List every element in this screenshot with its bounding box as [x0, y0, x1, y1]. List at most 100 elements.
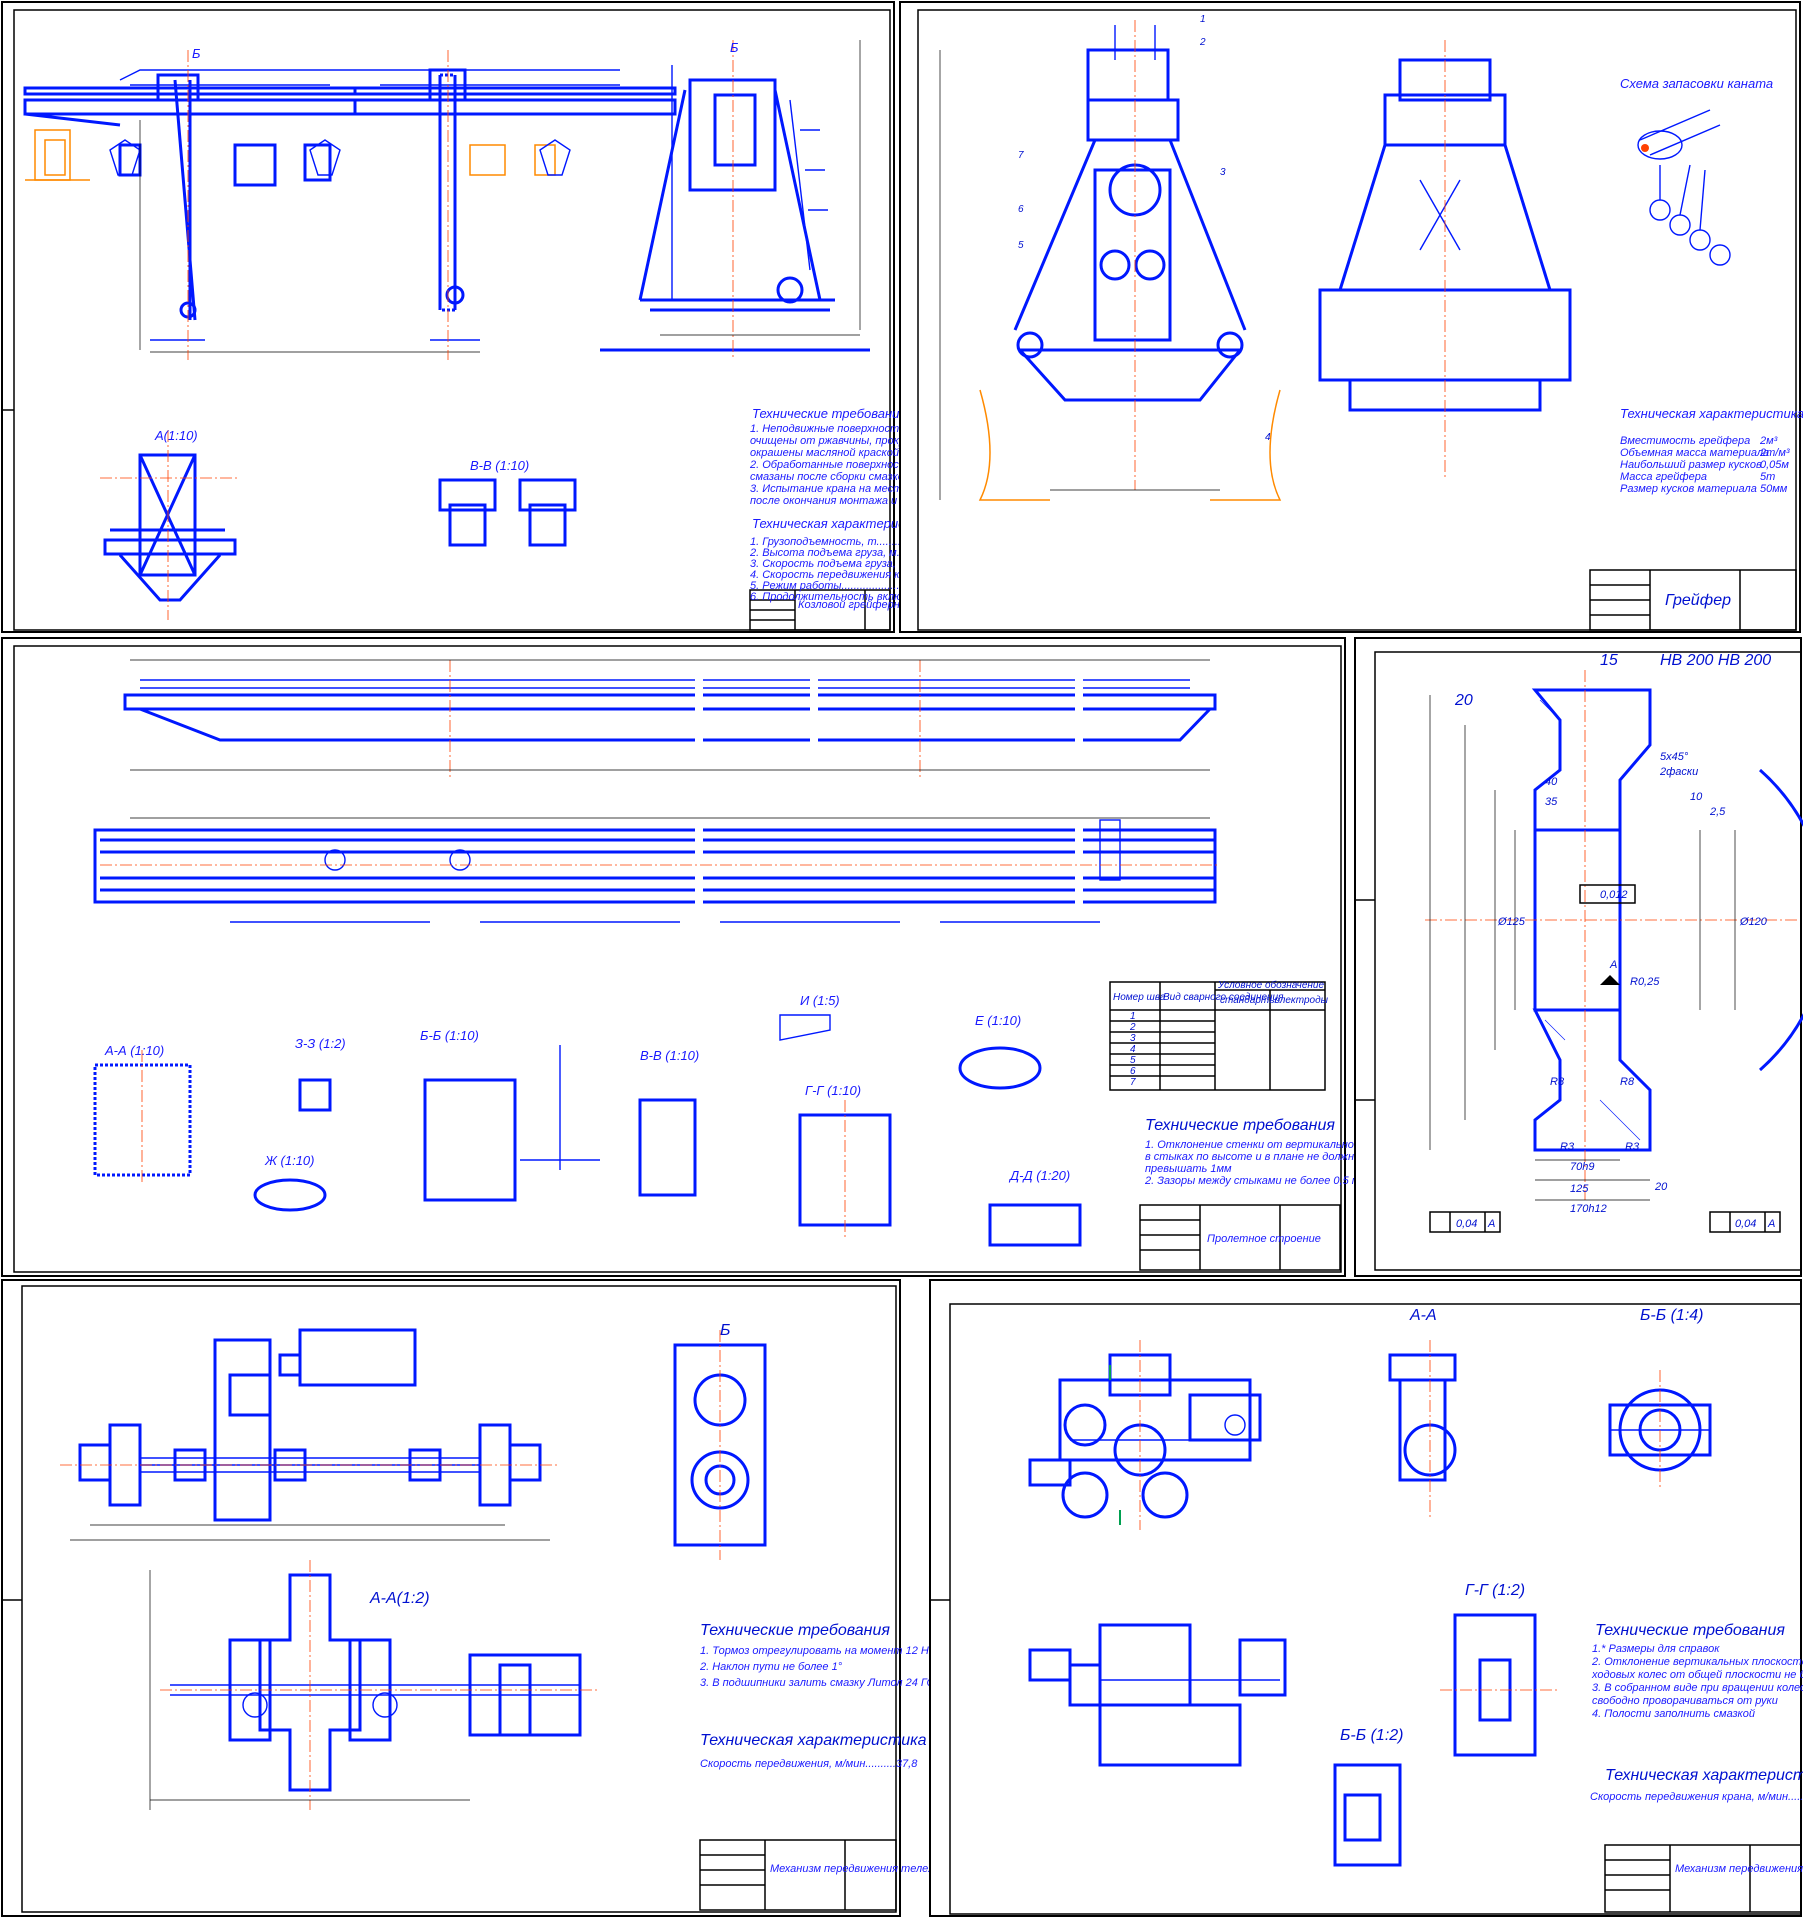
- crane-char-title: Техническая характеристика: [752, 516, 936, 531]
- bridge-title-block-text: Пролетное строение: [1207, 1233, 1321, 1245]
- bridge-section-label: И (1:5): [800, 993, 840, 1008]
- travel-title-block-text: Механизм передвижения крана: [1675, 1863, 1803, 1875]
- travel-req-line: 4. Полости заполнить смазкой: [1592, 1708, 1755, 1720]
- wheel-label: 20: [1454, 692, 1473, 709]
- bridge-section-label: Ж (1:10): [264, 1153, 315, 1168]
- bridge-section-label: З-З (1:2): [295, 1036, 346, 1051]
- wheel-label: А: [1767, 1218, 1775, 1230]
- wheel-label: 0,04: [1456, 1218, 1477, 1230]
- grab-leader-num: 1: [1200, 14, 1206, 25]
- grab-char-value: 0,05м: [1760, 459, 1789, 471]
- bridge-section-label: Б-Б (1:10): [420, 1028, 479, 1043]
- wheel-label: Ø125: [1497, 916, 1526, 928]
- bridge-section-label: Д-Д (1:20): [1008, 1168, 1070, 1183]
- travel-char-line: Скорость передвижения крана, м/мин......…: [1590, 1791, 1803, 1803]
- wheel-label: 15: [1600, 652, 1618, 669]
- grab-leaders: 1 2 3 4 5 6 7: [1018, 14, 1271, 443]
- grab-char-value: 50мм: [1760, 483, 1788, 495]
- drive-req-line: 3. В подшипники залить смазку Литол 24 Г…: [700, 1677, 996, 1689]
- bridge-section-labels: А-А (1:10) З-З (1:2) Б-Б (1:10) В-В (1:1…: [104, 993, 1070, 1183]
- bridge-req-line: в стыках по высоте и в плане не должно: [1145, 1151, 1360, 1163]
- weld-row-num: 6: [1130, 1066, 1136, 1077]
- drive-char-line: Скорость передвижения, м/мин..........37…: [700, 1758, 918, 1770]
- grab-char-table: Вместимость грейфера 2м³ Объемная масса …: [1620, 435, 1790, 495]
- wheel-label: Ø120: [1739, 916, 1768, 928]
- grab-char-value: 5т: [1760, 471, 1775, 483]
- crane-view-label-b: Б: [192, 46, 201, 61]
- sheet-travel: [929, 1279, 1802, 1917]
- wheel-label: 10: [1690, 791, 1703, 803]
- grab-char-name: Масса грейфера: [1620, 471, 1707, 483]
- grab-leader-num: 5: [1018, 240, 1024, 251]
- grab-char-name: Вместимость грейфера: [1620, 435, 1750, 447]
- grab-char-value: 2т/м³: [1759, 447, 1790, 459]
- travel-req-lines: 1.* Размеры для справок 2. Отклонение ве…: [1591, 1643, 1803, 1720]
- drive-req-title: Технические требования: [700, 1622, 890, 1639]
- bridge-req-line: 2. Зазоры между стыками не более 0,5 мм: [1144, 1175, 1367, 1187]
- grab-leader-num: 7: [1018, 150, 1024, 161]
- wheel-label: А: [1487, 1218, 1495, 1230]
- bridge-req-line: превышать 1мм: [1145, 1163, 1232, 1175]
- travel-view-label: Г-Г (1:2): [1465, 1582, 1525, 1599]
- sheet-grab: [899, 1, 1801, 633]
- weld-row-num: 3: [1130, 1033, 1136, 1044]
- grab-scheme-title: Схема запасовки каната: [1620, 76, 1773, 91]
- drive-req-lines: 1. Тормоз отрегулировать на момент 12 Н·…: [699, 1645, 996, 1689]
- wheel-label: R8: [1550, 1076, 1565, 1088]
- wheel-label: HB 200 HB 200: [1660, 652, 1771, 669]
- weld-table-sub: электроды: [1275, 995, 1329, 1006]
- grab-leader-num: 4: [1265, 432, 1271, 443]
- travel-view-labels: А-А Б-Б (1:4) Г-Г (1:2) Б-Б (1:2): [1340, 1307, 1704, 1744]
- drive-char-title: Техническая характеристика: [700, 1732, 927, 1749]
- drive-req-line: 2. Наклон пути не более 1°: [699, 1661, 843, 1673]
- bridge-weld-table: Номер шва Вид сварного соединения Условн…: [1113, 979, 1329, 1088]
- travel-view-label: Б-Б (1:4): [1640, 1307, 1704, 1324]
- crane-section-a: А(1:10): [154, 428, 198, 443]
- wheel-label: 0,04: [1735, 1218, 1756, 1230]
- wheel-label: 0,012: [1600, 889, 1628, 901]
- bridge-req-title: Технические требования: [1145, 1117, 1335, 1134]
- travel-req-line: свободно проворачиваться от руки: [1592, 1695, 1778, 1707]
- bridge-section-label: Г-Г (1:10): [805, 1083, 861, 1098]
- crane-req-line: окрашены масляной краской.: [750, 447, 902, 459]
- wheel-label: 2,5: [1709, 806, 1726, 818]
- crane-side-view-label: Б: [730, 40, 739, 55]
- grab-char-name: Наибольший размер кусков: [1620, 459, 1762, 471]
- drive-section-aa-label: А-А(1:2): [369, 1590, 430, 1607]
- weld-row-num: 7: [1130, 1077, 1136, 1088]
- drive-title-block-text: Механизм передвижения тележки: [770, 1863, 947, 1875]
- grab-leader-num: 2: [1199, 37, 1206, 48]
- sheet-drive: [1, 1279, 901, 1917]
- weld-table-sub: стандарты: [1220, 995, 1277, 1006]
- bridge-section-label: В-В (1:10): [640, 1048, 699, 1063]
- weld-table-header: Условное обозначение: [1217, 979, 1324, 991]
- drive-req-line: 1. Тормоз отрегулировать на момент 12 Н·…: [700, 1645, 940, 1657]
- wheel-label: R3: [1625, 1141, 1640, 1153]
- travel-req-line: 2. Отклонение вертикальных плоскостей си…: [1591, 1656, 1803, 1668]
- wheel-dimension-labels: 15 HB 200 HB 200 20 5х45° 2фаски 10 2,5 …: [1454, 652, 1775, 1230]
- travel-view-label: А-А: [1409, 1307, 1437, 1324]
- grab-char-name: Объемная масса материала: [1620, 447, 1769, 459]
- bridge-req-lines: 1. Отклонение стенки от вертикального ра…: [1144, 1139, 1411, 1187]
- wheel-label: 35: [1545, 796, 1558, 808]
- travel-req-line: 3. В собранном виде при вращении колеса …: [1592, 1682, 1803, 1694]
- wheel-label: R0,25: [1630, 976, 1660, 988]
- wheel-label: 70h9: [1570, 1161, 1594, 1173]
- wheel-label: 125: [1570, 1183, 1589, 1195]
- weld-row-num: 2: [1129, 1022, 1136, 1033]
- bridge-section-label: А-А (1:10): [104, 1043, 164, 1058]
- sheet-crane-general: [1, 1, 895, 633]
- wheel-label: 20: [1654, 1181, 1668, 1193]
- bridge-req-line: 1. Отклонение стенки от вертикального ра…: [1145, 1139, 1411, 1151]
- sheet-bridge: [1, 637, 1346, 1277]
- grab-title-block-text: Грейфер: [1665, 592, 1731, 609]
- weld-table-header: Номер шва: [1113, 992, 1166, 1003]
- wheel-label: 40: [1545, 776, 1558, 788]
- drive-view-b-label: Б: [720, 1322, 730, 1339]
- wheel-label: 170h12: [1570, 1203, 1607, 1215]
- bridge-section-label: Е (1:10): [975, 1013, 1021, 1028]
- sheet-wheel: [1354, 637, 1803, 1277]
- wheel-label: 5х45°: [1660, 751, 1689, 763]
- weld-row-num: 1: [1130, 1011, 1136, 1022]
